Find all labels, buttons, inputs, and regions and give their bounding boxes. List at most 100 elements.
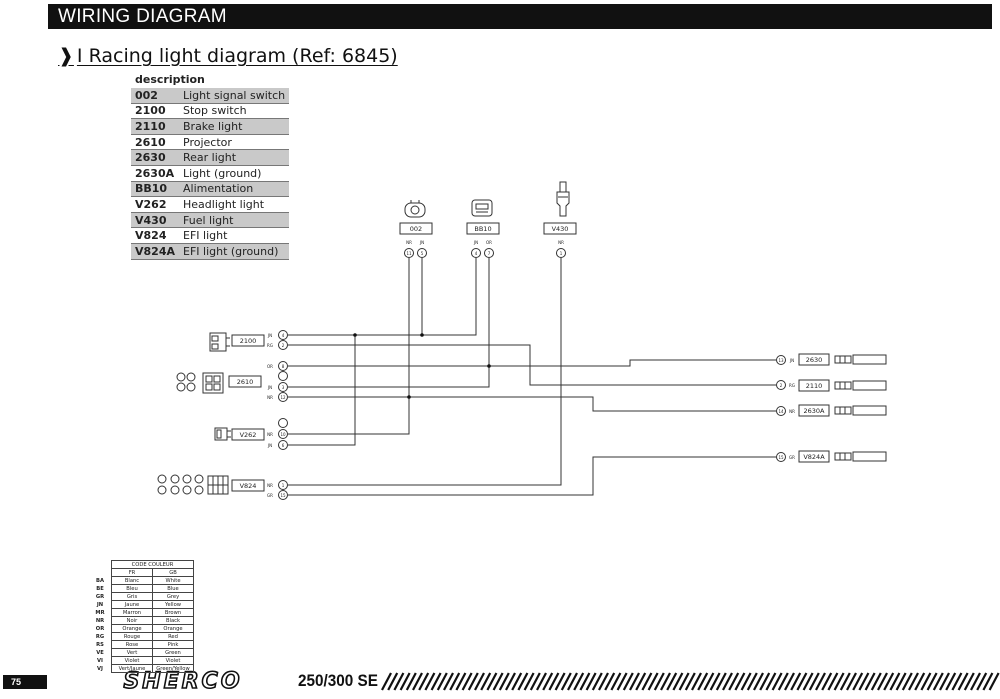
component-label: Light signal switch: [179, 88, 290, 104]
connector-label-002: 002: [410, 225, 422, 233]
hatch-stripe: [703, 672, 715, 691]
color-abbr: BE: [89, 584, 112, 593]
hatch-stripe: [883, 672, 895, 691]
hatch-stripe: [461, 672, 473, 691]
wire-color: JN: [267, 385, 272, 390]
section-title-text: I Racing light diagram (Ref: 6845): [76, 45, 398, 67]
color-abbr: VJ: [89, 664, 112, 673]
hatch-stripe: [821, 672, 833, 691]
color-fr: Gris: [111, 592, 153, 601]
wire-color: GR: [789, 455, 795, 460]
hatch-stripe: [560, 672, 572, 691]
hatch-stripe: [715, 672, 727, 691]
hatch-stripe: [591, 672, 603, 691]
color-gb: Pink: [152, 640, 194, 649]
hatch-stripe: [827, 672, 839, 691]
component-code: 2630: [131, 149, 179, 166]
hatch-stripe: [870, 672, 882, 691]
pin-number: 2: [282, 343, 285, 348]
color-abbr: RS: [89, 640, 112, 649]
hatch-stripe: [579, 672, 591, 691]
hatch-stripe: [808, 672, 820, 691]
component-label: Brake light: [179, 118, 290, 135]
color-fr: Noir: [111, 616, 153, 625]
hatch-stripe: [678, 672, 690, 691]
color-gb: Yellow: [152, 600, 194, 609]
pin-number: 8: [282, 364, 285, 369]
header-bar: [48, 4, 992, 29]
color-fr: Rouge: [111, 632, 153, 641]
hatch-stripe: [660, 672, 671, 691]
hatch-stripe: [610, 672, 622, 691]
section-title: ❱I Racing light diagram (Ref: 6845): [58, 45, 398, 67]
stop-switch-connector-icon: [209, 332, 230, 352]
color-gb: Green/Yellow: [152, 664, 194, 673]
wire-color: NR: [267, 395, 273, 400]
hatch-stripe: [982, 672, 994, 691]
wire-color: OR: [267, 364, 273, 369]
connector-label-bb10: BB10: [474, 225, 491, 233]
hatch-stripe: [858, 672, 870, 691]
hatch-stripe: [709, 672, 721, 691]
headlight-connector-icon: [214, 427, 231, 441]
hatch-stripe: [629, 672, 640, 691]
component-label: Stop switch: [179, 103, 290, 120]
component-code: V824A: [131, 243, 179, 260]
pin-number: 11: [406, 251, 412, 256]
color-fr: Rose: [111, 640, 153, 649]
hatch-stripe: [901, 672, 913, 691]
wire-color: JN: [419, 240, 424, 245]
hatch-stripe: [436, 672, 448, 691]
wire-color: JN: [789, 358, 794, 363]
hatch-stripe: [498, 672, 510, 691]
pin-number: 7: [488, 251, 491, 256]
color-fr: Vert/Jaune: [111, 664, 153, 673]
component-code: 2110: [131, 118, 179, 135]
component-code: V262: [131, 196, 179, 213]
hatch-stripe: [666, 672, 678, 691]
connector-label-v824: V824: [240, 482, 257, 490]
hatch-stripe: [684, 672, 696, 691]
pin-number: 1: [282, 483, 285, 488]
chevron-icon: ❱: [58, 45, 74, 67]
projector-connector-icon: [176, 372, 224, 394]
color-abbr: VI: [89, 656, 112, 665]
component-code: V430: [131, 212, 179, 229]
color-fr: Marron: [111, 608, 153, 617]
hatch-stripe: [945, 672, 957, 691]
hatch-stripe: [647, 672, 659, 691]
wire-color: NR: [267, 483, 273, 488]
pin-number: 4: [282, 333, 285, 338]
hatch-stripe: [759, 672, 771, 691]
hatch-stripe: [567, 672, 578, 691]
hatch-stripe: [449, 672, 461, 691]
component-code: 2630A: [131, 165, 179, 182]
pin-number: 3: [282, 385, 285, 390]
hatch-stripe: [908, 672, 919, 691]
hatch-stripe: [573, 672, 585, 691]
hatch-stripe: [548, 672, 560, 691]
hatch-stripe: [970, 672, 981, 691]
hatch-stripe: [765, 672, 777, 691]
connector-label-2610: 2610: [237, 378, 254, 386]
wire-color: JN: [473, 240, 478, 245]
hatch-stripe: [734, 672, 746, 691]
model-name: 250/300 SE: [298, 671, 378, 690]
hatch-stripe: [988, 672, 1000, 691]
hatch-stripe: [505, 672, 516, 691]
wire-color: OR: [486, 240, 492, 245]
pin-number: 12: [280, 395, 286, 400]
hatch-stripe: [722, 672, 733, 691]
hatch-stripe: [895, 672, 907, 691]
hatch-stripe: [777, 672, 789, 691]
plug-connector-icon: [471, 199, 493, 217]
hatch-stripe: [889, 672, 901, 691]
switch-connector-icon: [404, 200, 426, 218]
description-header: description: [135, 73, 205, 86]
